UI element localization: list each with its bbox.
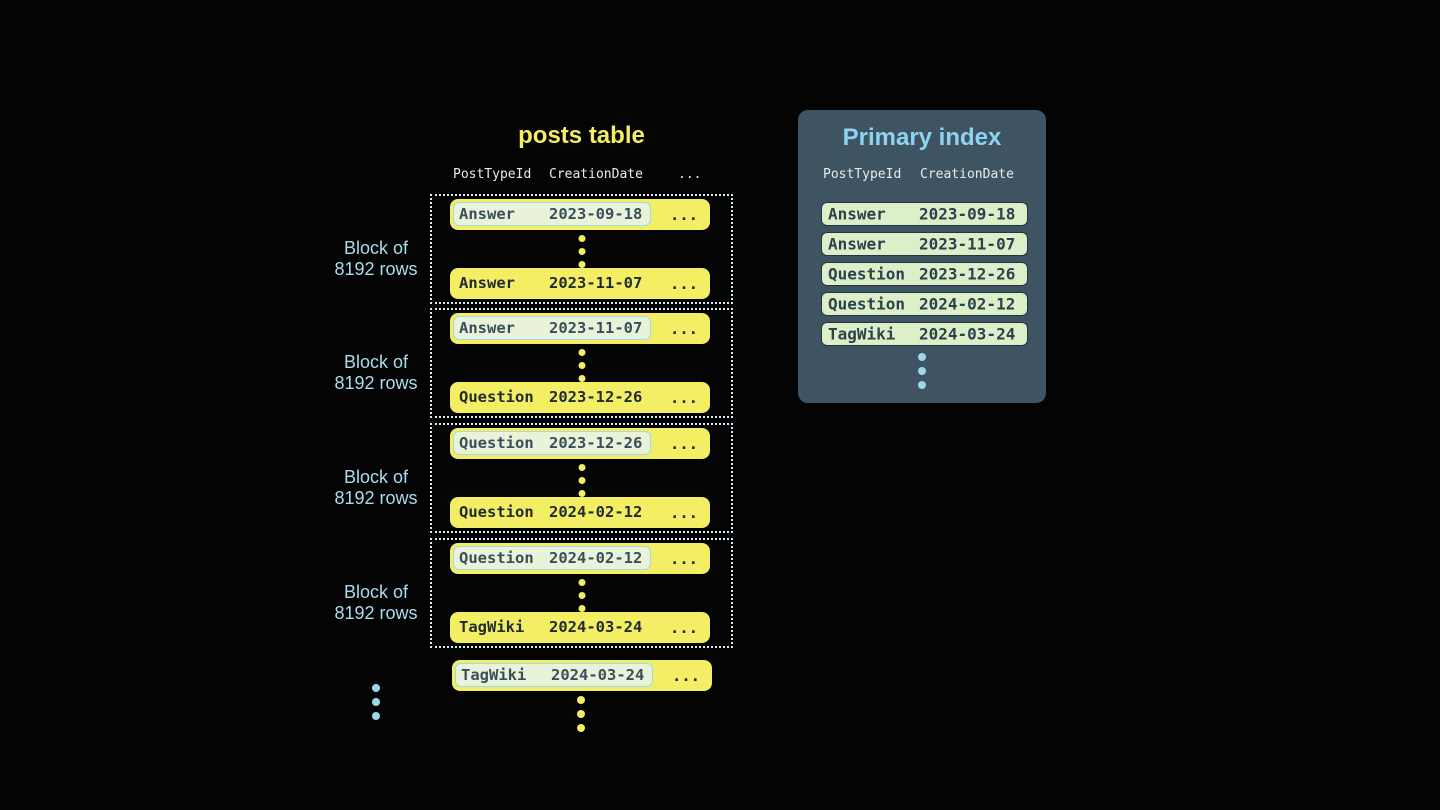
row-more-columns: ... — [670, 274, 698, 293]
block-label-line2: 8192 rows — [334, 603, 418, 623]
block-label-line2: 8192 rows — [334, 373, 418, 393]
cell-box: Question 2024-02-12 — [453, 500, 651, 524]
table-row-last: TagWiki 2024-03-24 ... — [450, 612, 710, 643]
posttypeid-value: Answer — [459, 274, 515, 292]
row-more-columns: ... — [670, 434, 698, 453]
posttypeid-value: Question — [828, 264, 906, 284]
table-row-last: Answer 2023-11-07 ... — [450, 268, 710, 299]
index-row: TagWiki 2024-03-24 — [821, 322, 1028, 346]
column-header-more: ... — [678, 167, 702, 182]
index-highlight-box: Answer 2023-09-18 — [453, 202, 651, 226]
table-row-first: Answer 2023-11-07 ... — [450, 313, 710, 344]
index-row: Answer 2023-11-07 — [821, 232, 1028, 256]
block-label: Block of 8192 rows — [306, 467, 446, 509]
creationdate-value: 2024-02-12 — [549, 549, 643, 567]
index-row: Question 2023-12-26 — [821, 262, 1028, 286]
row-more-columns: ... — [670, 319, 698, 338]
block-label: Block of 8192 rows — [306, 582, 446, 624]
column-header-posttypeid: PostTypeId — [823, 167, 902, 182]
row-block: Answer 2023-09-18 ... Answer 2023-11-07 … — [430, 194, 733, 304]
creationdate-value: 2023-09-18 — [549, 205, 643, 223]
vertical-ellipsis-icon — [372, 684, 380, 720]
creationdate-value: 2023-12-26 — [549, 434, 643, 452]
posttypeid-value: TagWiki — [828, 324, 896, 344]
creationdate-value: 2023-12-26 — [919, 264, 1016, 284]
row-block: Answer 2023-11-07 ... Question 2023-12-2… — [430, 308, 733, 418]
primary-index-panel: Primary index Answer 2023-09-18 Answer 2… — [798, 110, 1046, 403]
table-row-last: Question 2023-12-26 ... — [450, 382, 710, 413]
table-row-first: Question 2024-02-12 ... — [450, 543, 710, 574]
row-block: Question 2024-02-12 ... TagWiki 2024-03-… — [430, 538, 733, 648]
index-row: Question 2024-02-12 — [821, 292, 1028, 316]
row-more-columns: ... — [670, 503, 698, 522]
vertical-ellipsis-icon — [578, 235, 585, 268]
posts-table-title: posts table — [518, 122, 645, 149]
posttypeid-value: Question — [459, 503, 534, 521]
vertical-ellipsis-icon — [918, 353, 926, 389]
vertical-ellipsis-icon — [578, 349, 585, 382]
row-more-columns: ... — [670, 549, 698, 568]
posttypeid-value: Question — [828, 294, 906, 314]
block-label-line1: Block of — [343, 238, 409, 258]
block-label-line1: Block of — [343, 582, 409, 602]
index-row: Answer 2023-09-18 — [821, 202, 1028, 226]
block-label-line1: Block of — [343, 467, 409, 487]
table-row-first: Answer 2023-09-18 ... — [450, 199, 710, 230]
row-more-columns: ... — [670, 388, 698, 407]
table-row-first: Question 2023-12-26 ... — [450, 428, 710, 459]
block-label-line2: 8192 rows — [334, 488, 418, 508]
column-header-creationdate: CreationDate — [920, 167, 1014, 182]
vertical-ellipsis-icon — [578, 579, 585, 612]
column-header-creationdate: CreationDate — [549, 167, 643, 182]
vertical-ellipsis-icon — [578, 464, 585, 497]
index-highlight-box: Question 2023-12-26 — [453, 431, 651, 455]
block-label-line2: 8192 rows — [334, 259, 418, 279]
posttypeid-value: Question — [459, 434, 534, 452]
creationdate-value: 2023-12-26 — [549, 388, 643, 406]
block-label: Block of 8192 rows — [306, 238, 446, 280]
creationdate-value: 2023-09-18 — [919, 204, 1016, 224]
creationdate-value: 2023-11-07 — [549, 319, 643, 337]
posttypeid-value: TagWiki — [461, 666, 527, 684]
column-header-posttypeid: PostTypeId — [453, 167, 532, 182]
vertical-ellipsis-icon — [577, 696, 585, 732]
index-highlight-box: TagWiki 2024-03-24 — [455, 663, 653, 687]
primary-index-column-headers: PostTypeId CreationDate — [798, 167, 1046, 185]
creationdate-value: 2024-03-24 — [549, 618, 643, 636]
row-more-columns: ... — [672, 666, 700, 685]
cell-box: Answer 2023-11-07 — [453, 271, 651, 295]
creationdate-value: 2024-02-12 — [919, 294, 1016, 314]
posttypeid-value: Answer — [459, 319, 515, 337]
posts-table-column-headers: PostTypeId CreationDate ... — [430, 167, 733, 185]
table-row-last: Question 2024-02-12 ... — [450, 497, 710, 528]
index-highlight-box: Answer 2023-11-07 — [453, 316, 651, 340]
posttypeid-value: Answer — [828, 204, 886, 224]
row-block: Question 2023-12-26 ... Question 2024-02… — [430, 423, 733, 533]
posttypeid-value: Answer — [459, 205, 515, 223]
posttypeid-value: Answer — [828, 234, 886, 254]
posttypeid-value: Question — [459, 388, 534, 406]
creationdate-value: 2023-11-07 — [919, 234, 1016, 254]
creationdate-value: 2024-03-24 — [919, 324, 1016, 344]
row-more-columns: ... — [670, 618, 698, 637]
table-row-overflow: TagWiki 2024-03-24 ... — [452, 660, 712, 691]
index-highlight-box: Question 2024-02-12 — [453, 546, 651, 570]
block-label-line1: Block of — [343, 352, 409, 372]
primary-index-title: Primary index — [842, 124, 1002, 151]
posttypeid-value: Question — [459, 549, 534, 567]
posttypeid-value: TagWiki — [459, 618, 525, 636]
cell-box: TagWiki 2024-03-24 — [453, 615, 651, 639]
row-more-columns: ... — [670, 205, 698, 224]
creationdate-value: 2024-02-12 — [549, 503, 643, 521]
cell-box: Question 2023-12-26 — [453, 385, 651, 409]
creationdate-value: 2023-11-07 — [549, 274, 643, 292]
block-label: Block of 8192 rows — [306, 352, 446, 394]
creationdate-value: 2024-03-24 — [551, 666, 645, 684]
